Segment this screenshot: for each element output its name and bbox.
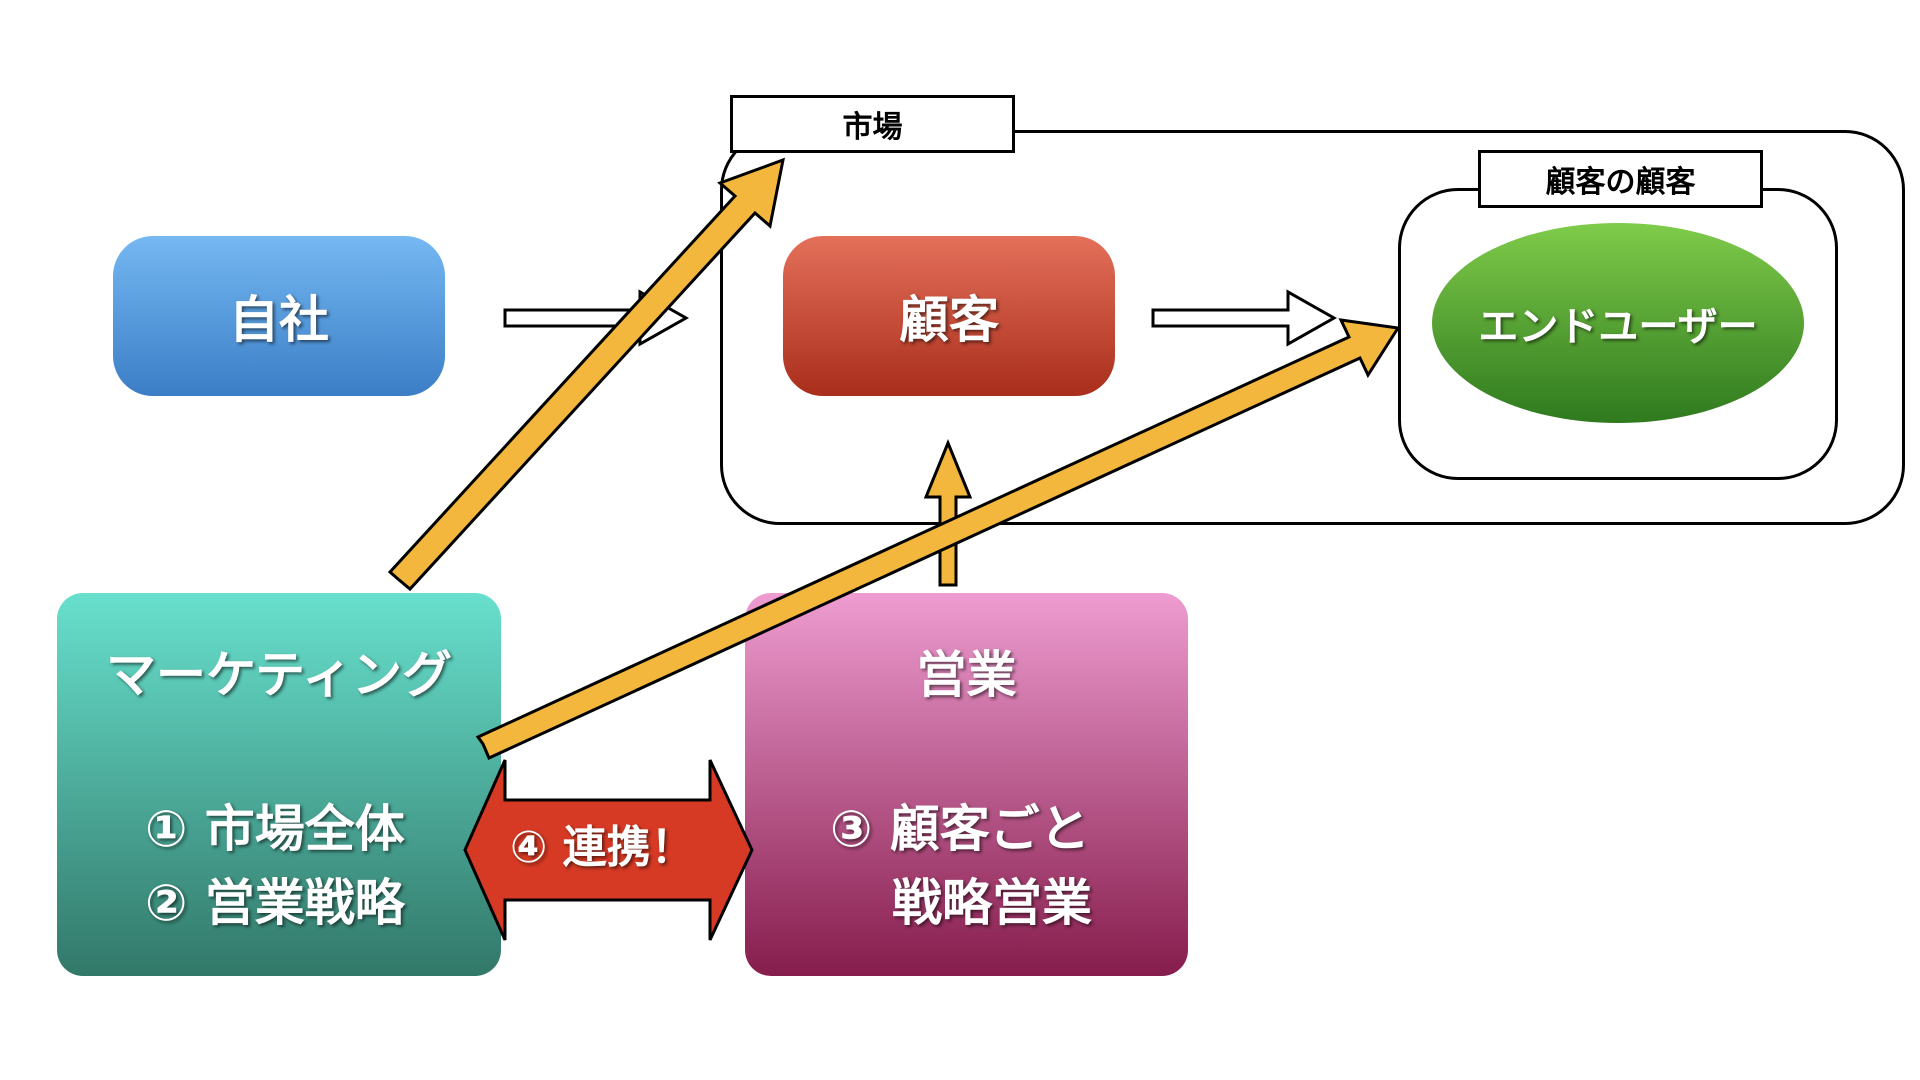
marketing-to-end-user-arrow: [475, 318, 1401, 761]
market-label: 市場: [730, 95, 1015, 153]
sales-item-1: ③ 顧客ごと: [830, 800, 1090, 858]
collaboration-arrow: [463, 759, 754, 941]
company-node: 自社: [113, 236, 445, 396]
end-user-node: エンドユーザー: [1432, 223, 1804, 423]
customers-customer-label: 顧客の顧客: [1478, 150, 1763, 208]
sales-box: 営業 ③ 顧客ごと 戦略営業: [745, 593, 1188, 976]
marketing-item-1: ① 市場全体: [145, 800, 405, 858]
customer-node: 顧客: [783, 236, 1115, 396]
sales-to-customer-arrow: [923, 439, 973, 587]
marketing-box: マーケティング ① 市場全体 ② 営業戦略: [57, 593, 501, 976]
customer-to-end-user-arrow: [1151, 289, 1338, 347]
sales-title: 営業: [916, 646, 1017, 704]
marketing-title: マーケティング: [106, 646, 452, 704]
marketing-item-2: ② 営業戦略: [145, 874, 405, 932]
market-frame: [720, 130, 1905, 525]
sales-item-2: 戦略営業: [892, 874, 1092, 932]
collaboration-label: ④ 連携！: [510, 822, 695, 873]
marketing-to-market-arrow: [387, 157, 785, 592]
